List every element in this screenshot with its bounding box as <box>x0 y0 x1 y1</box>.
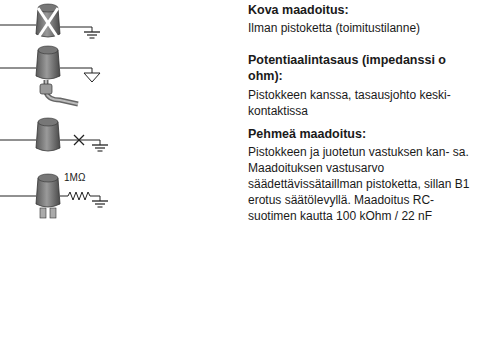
section-heading: Potentiaalintasaus (impedanssi o ohm): <box>248 52 480 84</box>
open-ground-symbol <box>0 118 108 151</box>
body-text: Pistokkeen kanssa, tasausjohto keski- ko… <box>248 87 480 119</box>
body-text: Pistokkeen ja juotetun vastuksen kan- sa… <box>248 144 480 224</box>
section-heading: Pehmeä maadoitus: <box>248 126 480 142</box>
equalisation-symbol <box>0 46 100 104</box>
soft-ground-symbol <box>0 174 108 218</box>
body-text: Ilman pistoketta (toimitustilanne) <box>248 20 480 36</box>
hard-ground-symbol <box>0 4 100 38</box>
resistor-value: 1MΩ <box>64 172 104 184</box>
section-heading: Kova maadoitus: <box>248 2 480 18</box>
